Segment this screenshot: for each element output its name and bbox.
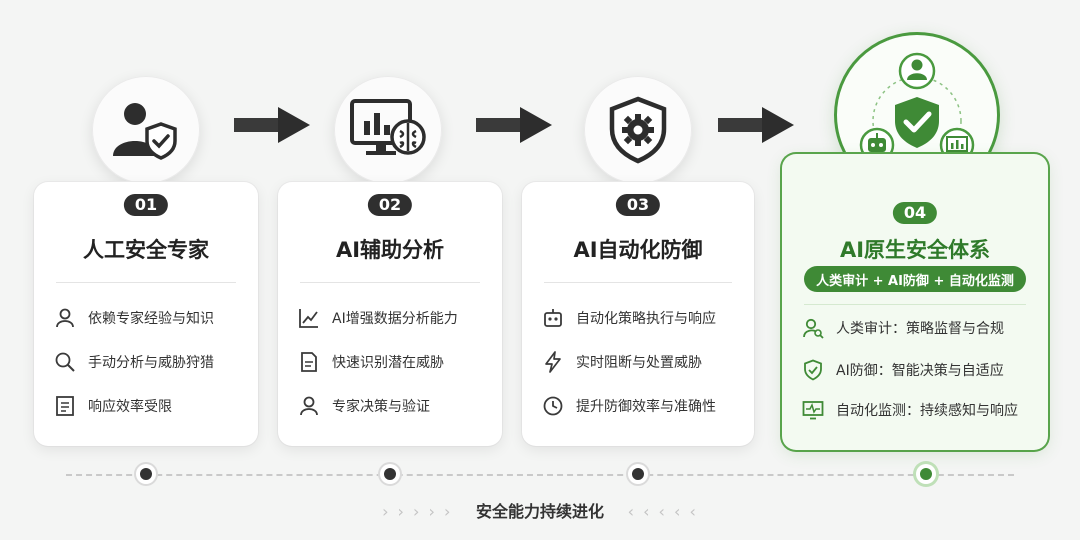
list-item: 快速识别潜在威胁: [298, 350, 490, 374]
arrow-icon: [234, 107, 310, 143]
arrow-icon: [476, 107, 552, 143]
item-text: 快速识别潜在威胁: [332, 355, 444, 371]
list-item: 提升防御效率与准确性: [542, 394, 742, 418]
divider: [804, 304, 1026, 305]
list-item: 依赖专家经验与知识: [54, 306, 246, 330]
divider: [300, 282, 480, 283]
arrow-icon: [718, 107, 794, 143]
item-text: 提升防御效率与准确性: [576, 399, 716, 415]
item-text: 自动化策略执行与响应: [576, 311, 716, 327]
stage-card-4: 04 AI原生安全体系 人类审计 + AI防御 + 自动化监测 人类审计：策略监…: [782, 154, 1048, 450]
stage-2-icon-circle: [334, 76, 442, 184]
chevrons-right-icon: › › › › ›: [382, 502, 453, 521]
stage-number-badge: 01: [123, 194, 169, 216]
security-ecosystem-icon: [859, 52, 975, 166]
stage-title: AI辅助分析: [335, 238, 445, 262]
item-text: 自动化监测：持续感知与响应: [836, 403, 1018, 419]
search-icon: [54, 351, 76, 373]
chevrons-left-icon: ‹ ‹ ‹ ‹ ‹: [627, 502, 698, 521]
item-text: AI防御：智能决策与自适应: [836, 363, 1004, 379]
item-text: 人类审计：策略监督与合规: [836, 321, 1004, 337]
stage-3-icon-circle: [584, 76, 692, 184]
lightning-icon: [542, 351, 564, 373]
timeline-dot-2: [380, 464, 400, 484]
document-icon: [54, 395, 76, 417]
monitor-brain-icon: [350, 99, 426, 155]
list-item: 实时阻断与处置威胁: [542, 350, 742, 374]
timeline-dot-4: [916, 464, 936, 484]
footer-caption: › › › › › 安全能力持续进化 ‹ ‹ ‹ ‹ ‹: [0, 498, 1080, 522]
list-item: 自动化策略执行与响应: [542, 306, 742, 330]
item-text: 响应效率受限: [88, 399, 172, 415]
stage-card-2: 02 AI辅助分析 AI增强数据分析能力 快速识别潜在威胁 专家决策与验证: [278, 182, 502, 446]
divider: [544, 282, 732, 283]
item-text: AI增强数据分析能力: [332, 311, 458, 327]
user-icon: [298, 395, 320, 417]
item-text: 实时阻断与处置威胁: [576, 355, 702, 371]
robot-icon: [542, 307, 564, 329]
stage-number-badge: 03: [615, 194, 661, 216]
stage-number-badge: 04: [892, 202, 938, 224]
item-text: 专家决策与验证: [332, 399, 430, 415]
user-search-icon: [802, 317, 824, 339]
stage-number-badge: 02: [367, 194, 413, 216]
list-item: AI防御：智能决策与自适应: [802, 358, 1036, 382]
user-shield-icon: [113, 103, 177, 160]
stage-tagline: 人类审计 + AI防御 + 自动化监测: [804, 266, 1026, 292]
item-text: 手动分析与威胁狩猎: [88, 355, 214, 371]
timeline-dot-3: [628, 464, 648, 484]
trend-chart-icon: [298, 307, 320, 329]
footer-text: 安全能力持续进化: [475, 502, 604, 521]
list-item: 响应效率受限: [54, 394, 246, 418]
item-text: 依赖专家经验与知识: [88, 311, 214, 327]
stage-card-1: 01 人工安全专家 依赖专家经验与知识 手动分析与威胁狩猎 响应效率受限: [34, 182, 258, 446]
stage-card-3: 03 AI自动化防御 自动化策略执行与响应 实时阻断与处置威胁 提升防御效率与准…: [522, 182, 754, 446]
stage-1-icon-circle: [92, 76, 200, 184]
list-item: 自动化监测：持续感知与响应: [802, 398, 1036, 422]
stage-title: AI原生安全体系: [839, 238, 991, 262]
list-item: AI增强数据分析能力: [298, 306, 490, 330]
progress-timeline: [66, 474, 1014, 476]
list-item: 专家决策与验证: [298, 394, 490, 418]
file-icon: [298, 351, 320, 373]
list-item: 人类审计：策略监督与合规: [802, 316, 1036, 340]
stage-title: 人工安全专家: [83, 238, 209, 262]
clock-icon: [542, 395, 564, 417]
shield-check-icon: [802, 359, 824, 381]
stage-title: AI自动化防御: [573, 238, 703, 262]
timeline-dot-1: [136, 464, 156, 484]
list-item: 手动分析与威胁狩猎: [54, 350, 246, 374]
user-icon: [54, 307, 76, 329]
shield-gear-icon: [609, 96, 667, 164]
monitor-pulse-icon: [802, 399, 824, 421]
divider: [56, 282, 236, 283]
